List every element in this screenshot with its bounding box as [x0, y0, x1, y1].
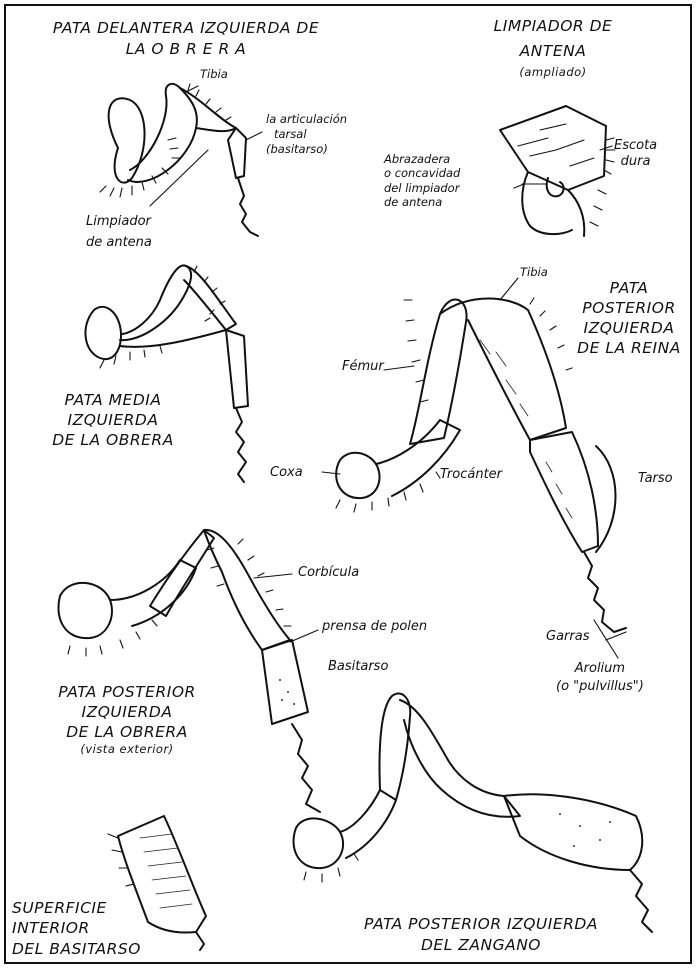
title-worker-foreleg-line-1: PATA DELANTERA IZQUIERDA DE — [26, 20, 346, 37]
title-basitarsus-inner-line-1: SUPERFICIE — [12, 898, 141, 918]
title-queen-hindleg-line-1: PATA — [566, 278, 692, 298]
title-worker-midleg-line-3: DE LA OBRERA — [18, 430, 208, 450]
label-antenna-cleaner-line-1: Limpiador — [86, 212, 152, 233]
label-claws: Garras — [546, 630, 589, 644]
label-antenna-cleaner: Limpiador de antena — [86, 212, 152, 254]
label-scale-line-1: Escota — [614, 138, 657, 154]
title-worker-hindleg: PATA POSTERIOR IZQUIERDA DE LA OBRERA (v… — [20, 682, 234, 757]
label-arolium-line-2: (o "pulvillus") — [556, 678, 644, 696]
label-scale-line-2: dura — [614, 154, 657, 170]
label-tibia-fore: Tibia — [200, 68, 228, 81]
label-clamp-line-1: Abrazadera — [384, 152, 460, 166]
label-clamp-line-4: de antena — [384, 195, 460, 209]
title-antenna-cleaner-line-1: LIMPIADOR DE — [478, 18, 628, 35]
label-trochanter: Trocánter — [440, 468, 502, 482]
title-worker-midleg-line-2: IZQUIERDA — [18, 410, 208, 430]
title-worker-foreleg-line-2: LA O B R E R A — [26, 41, 346, 58]
label-clamp-line-3: del limpiador — [384, 181, 460, 195]
title-basitarsus-inner: SUPERFICIE INTERIOR DEL BASITARSO — [12, 898, 141, 959]
title-worker-hindleg-line-4: (vista exterior) — [20, 742, 234, 757]
label-tarsus: Tarso — [638, 472, 673, 486]
sheet-border — [5, 5, 691, 963]
title-queen-hindleg: PATA POSTERIOR IZQUIERDA DE LA REINA — [566, 278, 692, 359]
title-drone-hindleg-line-2: DEL ZANGANO — [326, 935, 636, 956]
title-worker-midleg-line-1: PATA MEDIA — [18, 390, 208, 410]
label-clamp-line-2: o concavidad — [384, 166, 460, 180]
title-basitarsus-inner-line-2: INTERIOR — [12, 918, 141, 938]
label-corbicula: Corbícula — [298, 566, 359, 580]
title-drone-hindleg-line-1: PATA POSTERIOR IZQUIERDA — [326, 914, 636, 935]
label-arolium-line-1: Arolium — [556, 660, 644, 678]
title-queen-hindleg-line-2: POSTERIOR — [566, 298, 692, 318]
label-arolium: Arolium (o "pulvillus") — [556, 660, 644, 696]
label-tibia-queen: Tibia — [520, 266, 548, 279]
title-antenna-cleaner: LIMPIADOR DE ANTENA (ampliado) — [478, 18, 628, 79]
title-queen-hindleg-line-3: IZQUIERDA — [566, 318, 692, 338]
title-worker-foreleg: PATA DELANTERA IZQUIERDA DE LA O B R E R… — [26, 20, 346, 58]
title-worker-hindleg-line-2: IZQUIERDA — [20, 702, 234, 722]
title-worker-hindleg-line-1: PATA POSTERIOR — [20, 682, 234, 702]
label-tarsal-joint: la articulación tarsal (basitarso) — [266, 112, 347, 157]
antenna-cleaner-drawing — [500, 106, 615, 236]
title-antenna-cleaner-line-2: ANTENA — [478, 43, 628, 60]
label-coxa: Coxa — [270, 466, 303, 480]
label-tarsal-joint-line-2: tarsal — [266, 127, 347, 142]
title-queen-hindleg-line-4: DE LA REINA — [566, 338, 692, 358]
title-antenna-cleaner-line-3: (ampliado) — [478, 66, 628, 79]
label-basitarsus: Basitarso — [328, 660, 388, 674]
label-tarsal-joint-line-3: (basitarso) — [266, 142, 347, 157]
title-worker-hindleg-line-3: DE LA OBRERA — [20, 722, 234, 742]
label-antenna-cleaner-line-2: de antena — [86, 233, 152, 254]
label-tarsal-joint-line-1: la articulación — [266, 112, 347, 127]
title-worker-midleg: PATA MEDIA IZQUIERDA DE LA OBRERA — [18, 390, 208, 450]
drone-hindleg-drawing — [294, 693, 652, 932]
label-pollen-press: prensa de polen — [322, 620, 427, 634]
title-drone-hindleg: PATA POSTERIOR IZQUIERDA DEL ZANGANO — [326, 914, 636, 956]
label-femur: Fémur — [342, 360, 384, 374]
title-basitarsus-inner-line-3: DEL BASITARSO — [12, 939, 141, 959]
label-clamp: Abrazadera o concavidad del limpiador de… — [384, 152, 460, 210]
label-scale: Escota dura — [614, 138, 657, 171]
worker-hindleg-drawing — [58, 530, 320, 812]
